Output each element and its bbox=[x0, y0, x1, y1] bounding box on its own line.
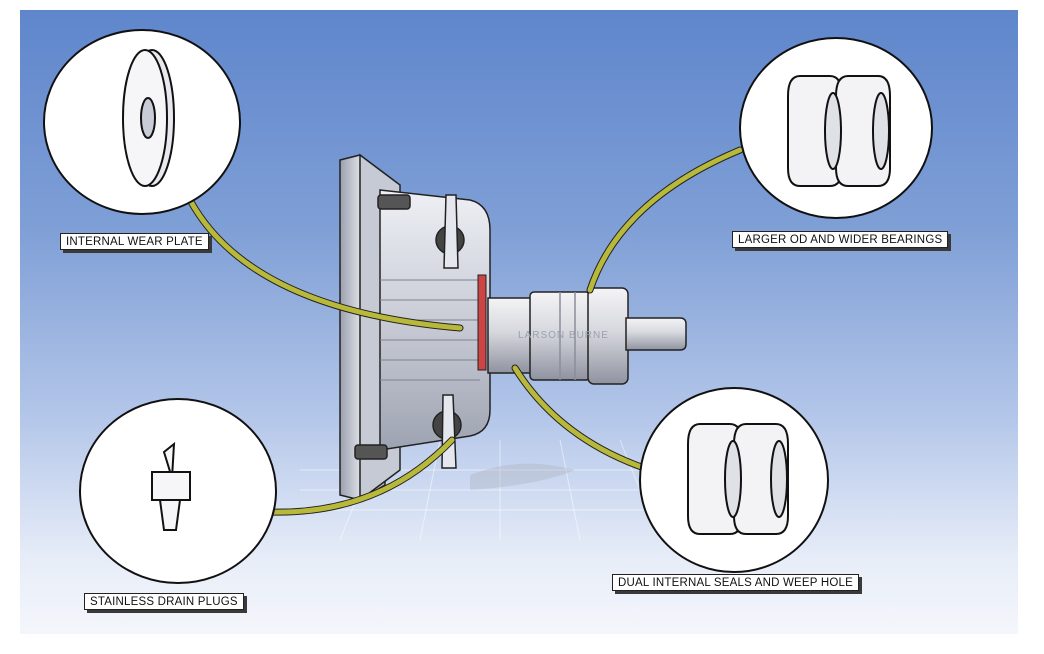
bearings-callout bbox=[739, 37, 933, 219]
seal-icon bbox=[687, 423, 789, 535]
drain-plug-callout bbox=[79, 398, 277, 584]
wear-plate-icon bbox=[122, 49, 175, 187]
seals-callout bbox=[639, 387, 829, 573]
wear-plate-callout bbox=[43, 29, 241, 215]
label-larger-bearings: LARGER OD AND WIDER BEARINGS bbox=[732, 231, 949, 248]
bearing-icon bbox=[787, 75, 891, 187]
leader-lines bbox=[186, 146, 744, 516]
label-internal-seals: DUAL INTERNAL SEALS AND WEEP HOLE bbox=[612, 574, 859, 591]
shadow-logo bbox=[470, 463, 575, 490]
drain-plug-icon bbox=[151, 441, 191, 531]
bearing-housing-assembly bbox=[339, 153, 687, 502]
shaft-engraving: LARSON BURNE bbox=[518, 330, 609, 341]
label-drain-plugs: STAINLESS DRAIN PLUGS bbox=[84, 593, 244, 610]
label-internal-wear-plate: INTERNAL WEAR PLATE bbox=[60, 233, 209, 250]
